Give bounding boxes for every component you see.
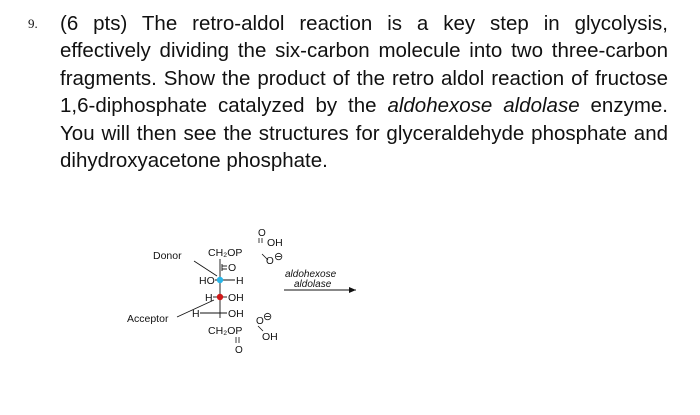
row4-right: OH: [228, 308, 244, 320]
top-phosphate-bond: [261, 253, 269, 261]
question-number: 9.: [28, 16, 38, 31]
row4-left: H: [192, 308, 200, 320]
bottom-phosphate-OH: OH: [262, 331, 278, 343]
top-phosphate-O-minus: O: [266, 256, 274, 267]
donor-pointer: [193, 260, 218, 277]
enzyme-name: aldohexose aldolase: [387, 94, 580, 118]
bottom-ch2op: CH₂OP: [208, 325, 242, 337]
row2-right: H: [236, 275, 244, 287]
top-charge-icon: ⊖: [274, 251, 283, 263]
acceptor-label: Acceptor: [127, 313, 169, 325]
bottom-charge-icon: ⊖: [263, 311, 272, 323]
arrow-label-line1: aldohexose: [285, 269, 337, 280]
bottom-phosphate-O-minus: O: [256, 316, 264, 327]
question-text-last-line: dihydroxyacetone phosphate.: [60, 149, 328, 173]
question-block: 9. (6 pts) The retro-aldol reaction is a…: [28, 10, 668, 174]
row3-right: OH: [228, 292, 244, 304]
question-text-part1: The retro-aldol reaction is a key step i…: [60, 12, 668, 118]
donor-carbon-dot: [216, 276, 224, 284]
bottom-phosphate-bond: [257, 325, 264, 332]
question-text-part2: enzyme. You will then see the structures…: [60, 94, 668, 145]
arrow-label-line2: aldolase: [294, 279, 332, 290]
row2-left: HO: [199, 275, 215, 287]
row3-left: H: [205, 292, 213, 304]
top-phosphate-OH: OH: [267, 237, 283, 249]
question-points: (6 pts): [60, 12, 128, 35]
acceptor-pointer: [176, 299, 215, 318]
donor-label: Donor: [153, 250, 182, 262]
acceptor-carbon-dot: [216, 293, 224, 301]
bottom-phosphate-O: O: [235, 345, 243, 356]
question-text: (6 pts) The retro-aldol reaction is a ke…: [60, 10, 668, 174]
top-phosphate-O: O: [258, 228, 266, 239]
top-ch2op: CH₂OP: [208, 247, 242, 259]
ketone-O: O: [228, 262, 236, 274]
